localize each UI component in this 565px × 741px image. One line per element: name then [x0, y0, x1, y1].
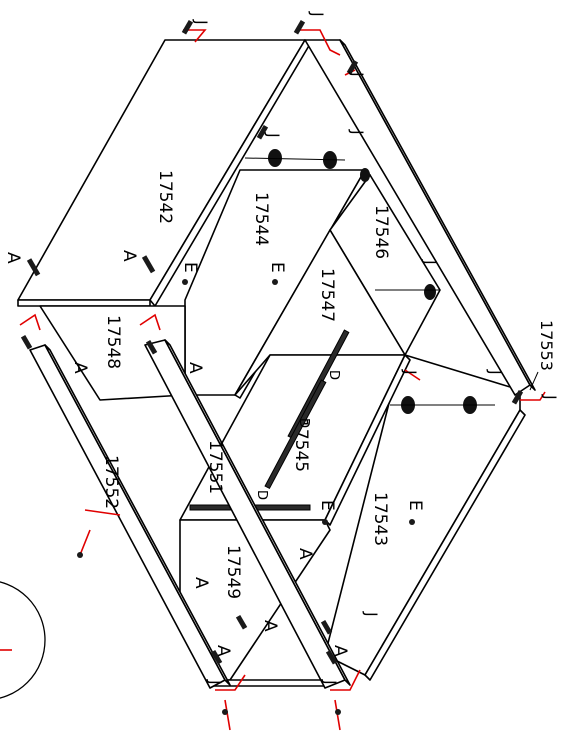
letter-j: J: [401, 369, 420, 375]
letter-j: J: [192, 19, 211, 25]
screw-icon: [181, 19, 194, 35]
label-17553: 17553: [537, 320, 556, 371]
letter-j: J: [308, 11, 327, 17]
screw-icon: [256, 124, 269, 140]
panel-17552: 17552: [29, 344, 231, 689]
letter-j: J: [486, 369, 505, 375]
hardware-letters: J J J J J J J J J J J J A A A A A A A A …: [3, 11, 560, 685]
panel-17551: 17551: [144, 339, 351, 689]
letter-a: A: [295, 548, 315, 560]
fastener-leaders: [19, 29, 546, 731]
letter-j: J: [321, 679, 340, 685]
screw-icon: [145, 339, 158, 355]
letter-e: E: [405, 500, 425, 511]
letter-a: A: [213, 645, 233, 657]
letter-a: A: [3, 252, 23, 264]
letter-a: A: [185, 362, 205, 374]
screw-icon: [235, 614, 248, 630]
panel-17553: 17553: [304, 39, 556, 396]
letter-e: E: [267, 262, 287, 273]
screw-icon: [293, 19, 306, 35]
letter-j: J: [362, 611, 381, 617]
label-17552: 17552: [101, 455, 121, 509]
cam-fitting-icon: [424, 284, 436, 300]
screw-icon: [210, 649, 223, 665]
screws: [20, 19, 524, 715]
panel-17546: 17546: [329, 174, 441, 356]
letter-a: A: [191, 577, 211, 589]
label-17548: 17548: [103, 315, 123, 369]
drawer-runner-2: [264, 379, 327, 490]
screw-icon: [26, 258, 41, 277]
letter-j: J: [348, 129, 367, 135]
label-17547: 17547: [317, 268, 337, 322]
label-17551: 17551: [205, 440, 225, 494]
letter-d: D: [254, 490, 269, 500]
label-17542: 17542: [155, 170, 175, 224]
letter-a: A: [260, 620, 280, 632]
letter-j: J: [348, 71, 367, 77]
label-17544: 17544: [251, 192, 271, 246]
hinge-fittings: [244, 149, 495, 414]
cam-fitting-icon: [360, 168, 370, 182]
label-17549: 17549: [223, 545, 243, 599]
letter-e: E: [180, 262, 200, 273]
letter-d: D: [296, 418, 311, 428]
letter-a: A: [70, 362, 90, 374]
label-17546: 17546: [371, 205, 391, 259]
letter-j: J: [421, 259, 440, 265]
screw-icon: [320, 619, 333, 635]
letter-a: A: [330, 645, 350, 657]
screw-icon: [141, 255, 156, 274]
screw-icon: [511, 389, 524, 405]
letter-j: J: [264, 132, 283, 138]
letter-e: E: [317, 500, 337, 511]
screw-icon: [346, 59, 359, 75]
detail-callout-circle: [0, 581, 46, 699]
cam-fitting-icon: [268, 149, 282, 167]
letter-j: J: [541, 394, 560, 400]
letter-a: A: [119, 250, 139, 262]
label-17543: 17543: [370, 492, 390, 546]
screw-icon: [20, 334, 33, 350]
screw-icon: [325, 649, 338, 665]
letter-d: D: [326, 370, 341, 380]
letter-j: J: [206, 679, 225, 685]
